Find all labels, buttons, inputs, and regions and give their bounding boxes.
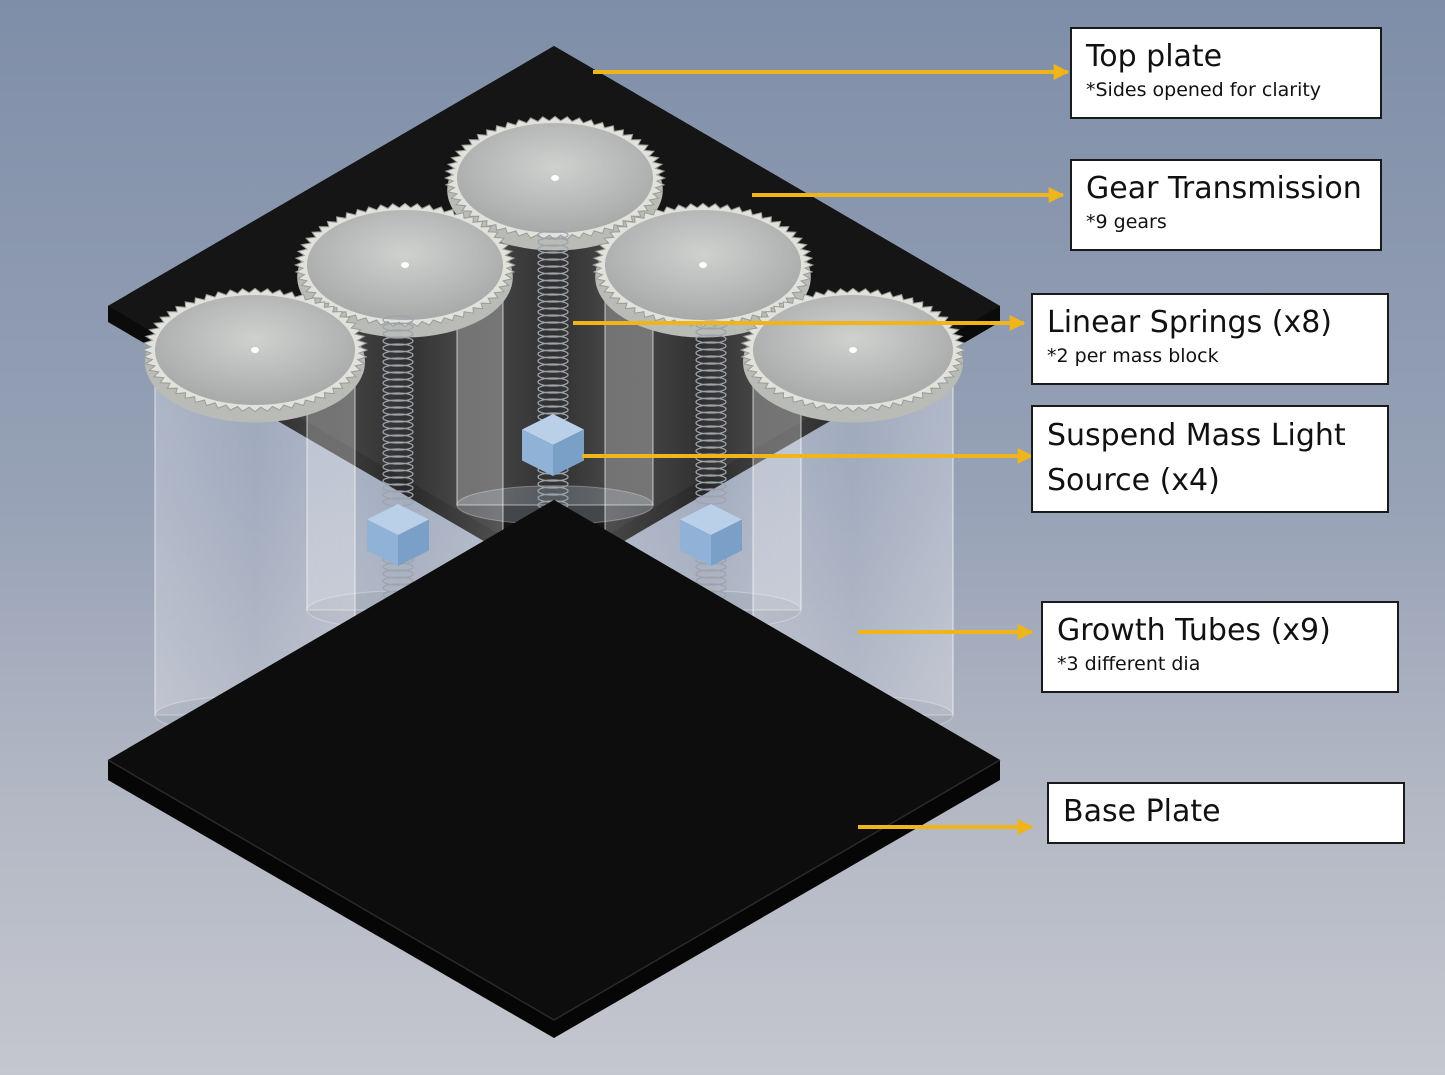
gear — [293, 202, 517, 338]
callout-base-plate: Base Plate — [1047, 782, 1405, 844]
callout-title: Suspend Mass Light Source (x4) — [1047, 418, 1346, 498]
linear-spring — [382, 315, 414, 507]
callout-title: Gear Transmission — [1086, 171, 1362, 206]
leader-arrows — [573, 64, 1070, 835]
callout-note: *3 different dia — [1057, 653, 1201, 675]
gear — [141, 287, 369, 423]
mass-block — [367, 504, 429, 566]
callout-suspend-mass-light-source: Suspend Mass Light Source (x4) — [1031, 405, 1389, 513]
linear-spring — [537, 230, 569, 422]
callout-title: Linear Springs (x8) — [1047, 305, 1332, 340]
callout-growth-tubes: Growth Tubes (x9) *3 different dia — [1041, 601, 1399, 693]
gear-transmission — [141, 115, 967, 423]
linear-spring — [695, 320, 727, 505]
callout-note: *Sides opened for clarity — [1086, 79, 1322, 101]
linear-springs — [382, 230, 727, 600]
mass-block — [522, 414, 584, 476]
callout-title: Growth Tubes (x9) — [1057, 613, 1331, 648]
callout-top-plate: Top plate *Sides opened for clarity — [1070, 27, 1382, 119]
callout-linear-springs: Linear Springs (x8) *2 per mass block — [1031, 293, 1389, 385]
base-plate — [107, 500, 1001, 1038]
gear — [739, 287, 967, 423]
gear — [591, 202, 815, 338]
callout-title: Top plate — [1086, 39, 1223, 74]
callout-gear-transmission: Gear Transmission *9 gears — [1070, 159, 1382, 251]
suspended-mass-light-sources — [367, 414, 742, 566]
callout-note: *2 per mass block — [1047, 345, 1219, 367]
callout-note: *9 gears — [1086, 211, 1167, 233]
mass-block — [680, 504, 742, 566]
gear — [443, 115, 667, 251]
callout-title: Base Plate — [1063, 794, 1221, 829]
